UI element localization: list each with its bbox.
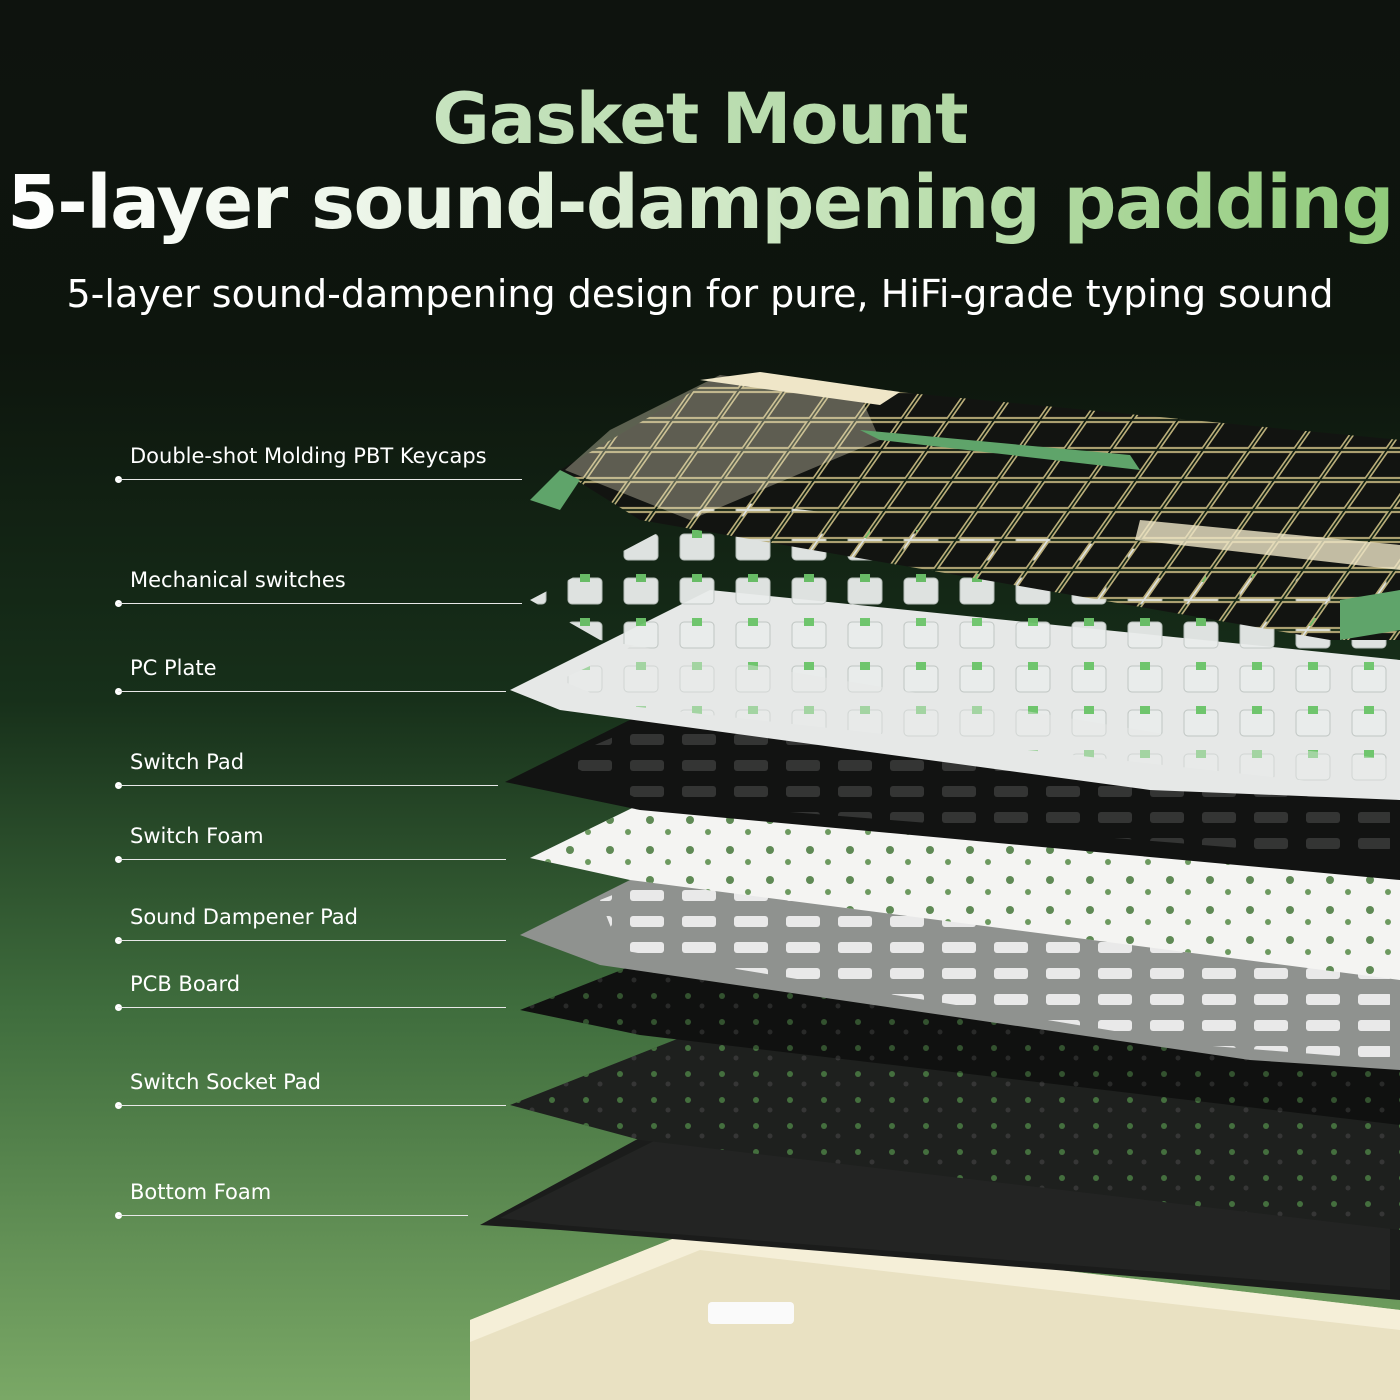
layer-label-text: PC Plate [130, 656, 217, 680]
layer-label-text: Double-shot Molding PBT Keycaps [130, 444, 487, 468]
layer-label-text: Bottom Foam [130, 1180, 272, 1204]
leader-line [118, 479, 522, 480]
layer-label-text: Mechanical switches [130, 568, 346, 592]
leader-line [118, 1007, 506, 1008]
leader-line [118, 603, 522, 604]
layer-label-text: Switch Socket Pad [130, 1070, 321, 1094]
title-line2: 5-layer sound-dampening padding [0, 160, 1400, 246]
leader-line [118, 691, 506, 692]
leader-line [118, 940, 506, 941]
leader-line [118, 859, 506, 860]
layer-label-text: Switch Pad [130, 750, 245, 774]
layer-label-text: PCB Board [130, 972, 241, 996]
layer-label-text: Sound Dampener Pad [130, 905, 359, 929]
leader-line [118, 1105, 506, 1106]
subtitle: 5-layer sound-dampening design for pure,… [66, 272, 1334, 316]
title-line1: Gasket Mount [0, 78, 1400, 160]
layer-label-text: Switch Foam [130, 824, 264, 848]
leader-line [118, 785, 498, 786]
leader-line [118, 1215, 468, 1216]
